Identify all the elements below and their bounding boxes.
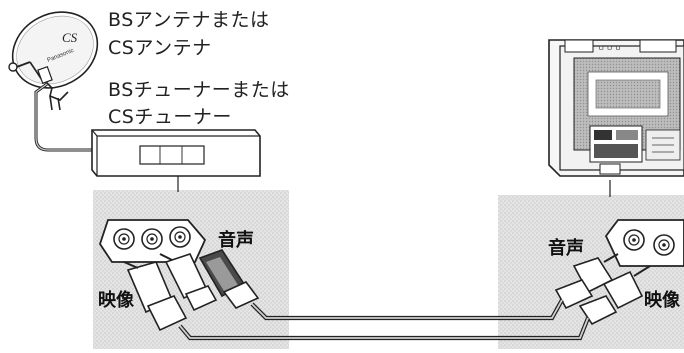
svg-text:ㅁ ㅁ ㅁ: ㅁ ㅁ ㅁ: [598, 45, 621, 52]
satellite-dish-icon: CS Panasonic: [8, 11, 99, 111]
left-jack-plate: [99, 219, 207, 263]
tv-rear-icon: ㅁ ㅁ ㅁ: [548, 39, 684, 177]
tuner-box: [91, 129, 261, 177]
right-video-plug: [578, 265, 651, 326]
dish-logo-text: CS: [62, 30, 78, 45]
right-jack-plate: [604, 219, 684, 267]
tuner-label-line1: BSチューナーまたは: [108, 79, 290, 101]
antenna-label-line1: BSアンテナまたは: [108, 9, 270, 31]
right-audio-jack: [623, 229, 645, 251]
dish-cable: [34, 82, 92, 152]
right-video-label: 映像: [644, 290, 680, 311]
antenna-label-line2: CSアンテナ: [108, 37, 212, 59]
left-audio-r-jack: [169, 226, 191, 248]
left-video-plug: [123, 261, 188, 332]
tuner-display-panel: [139, 145, 205, 165]
right-video-jack: [653, 234, 675, 256]
right-audio-label: 音声: [548, 238, 584, 259]
left-audio-r-plug: [198, 249, 260, 309]
left-audio-label: 音声: [218, 230, 254, 251]
tuner-label-line2: CSチューナー: [108, 106, 232, 128]
audio-cable: [250, 298, 564, 321]
left-video-label: 映像: [98, 290, 134, 311]
video-cable: [178, 317, 590, 341]
left-video-jack: [113, 228, 135, 250]
left-audio-l-jack: [141, 228, 163, 250]
left-audio-l-plug: [159, 253, 218, 312]
